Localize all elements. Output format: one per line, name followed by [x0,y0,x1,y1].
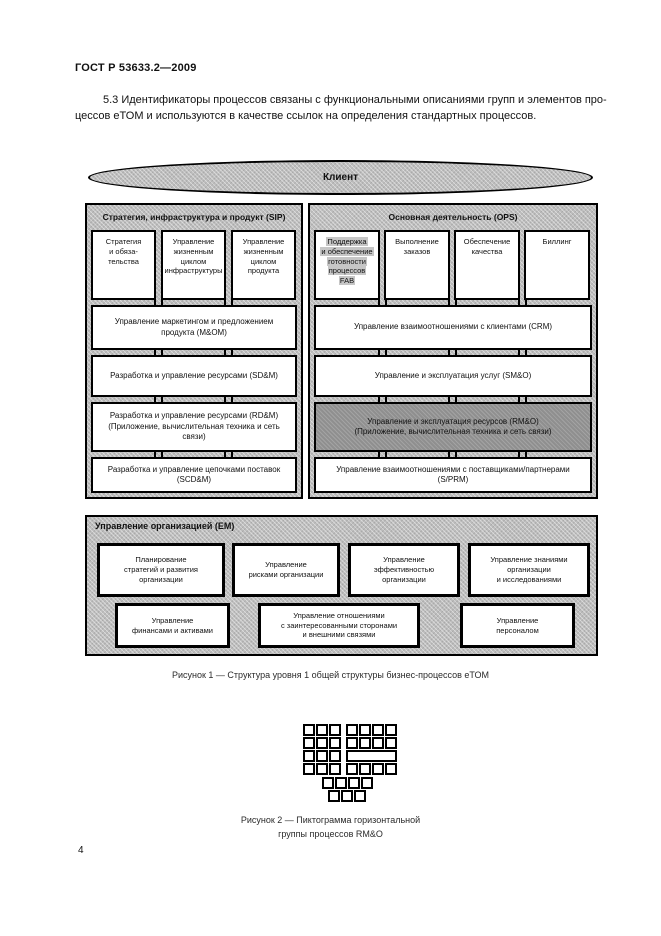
em-box-knowledge-research: Управление знаниями организации и исслед… [468,543,590,597]
sip-row-supply-chain: Разработка и управление цепочками постав… [91,457,297,493]
grid-cell [348,777,360,789]
grid-cell [372,724,384,736]
em-box-effectiveness: Управление эффективностью организации [348,543,460,597]
grid-cell [335,777,347,789]
grid-cell [303,737,315,749]
grid-cell [346,737,358,749]
sip-col-product-lifecycle: Управление жизненным циклом продукта [231,230,296,300]
client-ellipse: Клиент [88,160,593,195]
ops-col-fulfillment: Выполнение заказов [384,230,450,300]
sip-row-resource-development: Разработка и управление ресурсами (RD&M)… [91,402,297,452]
ops-col-billing: Биллинг [524,230,590,300]
ops-row-sprm: Управление взаимоотношениями с поставщик… [314,457,592,493]
ops-col-operations-support-readiness: Поддержка и обеспечение готовности проце… [314,230,380,300]
client-label: Клиент [322,172,359,183]
section-paragraph: 5.3 Идентификаторы процессов связаны с ф… [75,94,607,122]
grid-cell [329,724,341,736]
grid-cell [385,724,397,736]
figure2-caption: Рисунок 2 — Пиктограмма горизонтальной г… [240,815,421,839]
grid-cell [316,763,328,775]
grid-cell [359,763,371,775]
doc-header: ГОСТ Р 53633.2—2009 [75,62,197,74]
pictogram-grid-sip [303,724,341,775]
ops-panel: Основная деятельность (OPS) Поддержка и … [308,203,598,499]
grid-cell [359,737,371,749]
grid-cell [329,737,341,749]
sip-col-strategy-commitment: Стратегия и обяза- тельства [91,230,156,300]
em-box-strategic-planning: Планирование стратегий и развития органи… [97,543,225,597]
grid-cell [303,750,315,762]
ops-row-rmo-highlighted: Управление и эксплуатация ресурсов (RM&O… [314,402,592,452]
em-box-enterprise-risk: Управление рисками организации [232,543,340,597]
ops-row-smo: Управление и эксплуатация услуг (SM&O) [314,355,592,397]
grid-cell [303,763,315,775]
grid-cell [346,763,358,775]
em-panel: Управление организацией (ЕМ) Планировани… [85,515,598,656]
sip-row-service-development: Разработка и управление ресурсами (SD&M) [91,355,297,397]
grid-cell [385,763,397,775]
grid-cell [359,724,371,736]
ops-col-assurance: Обеспечение качества [454,230,520,300]
ops-row-crm: Управление взаимоотношениями с клиентами… [314,305,592,350]
grid-cell-rmo-highlight [346,750,397,762]
grid-cell [341,790,353,802]
grid-cell [303,724,315,736]
page-number: 4 [78,845,84,856]
grid-cell [328,790,340,802]
pictogram-grid-em-top [322,777,373,789]
ops-title: Основная деятельность (OPS) [388,212,518,222]
grid-cell [361,777,373,789]
grid-cell [354,790,366,802]
grid-cell [372,763,384,775]
em-title: Управление организацией (ЕМ) [95,521,235,531]
sip-row-marketing-offer-mgmt: Управление маркетингом и предложением пр… [91,305,297,350]
grid-cell [329,750,341,762]
grid-cell [385,737,397,749]
em-box-stakeholder-relations: Управление отношениями с заинтересованны… [258,603,420,648]
grid-cell [322,777,334,789]
figure1-caption: Рисунок 1 — Структура уровня 1 общей стр… [171,670,490,680]
grid-cell [316,750,328,762]
sip-title: Стратегия, инфраструктура и продукт (SIP… [102,212,286,222]
pictogram-grid-em-bottom [328,790,366,802]
sip-col-infrastructure-lifecycle: Управление жизненным циклом инфраструкту… [161,230,226,300]
grid-cell [316,724,328,736]
grid-cell [329,763,341,775]
grid-cell [346,724,358,736]
sip-panel: Стратегия, инфраструктура и продукт (SIP… [85,203,303,499]
pictogram-grid-ops [346,724,397,775]
grid-cell [372,737,384,749]
em-box-hr: Управление персоналом [460,603,575,648]
grid-cell [316,737,328,749]
em-box-finance-assets: Управление финансами и активами [115,603,230,648]
